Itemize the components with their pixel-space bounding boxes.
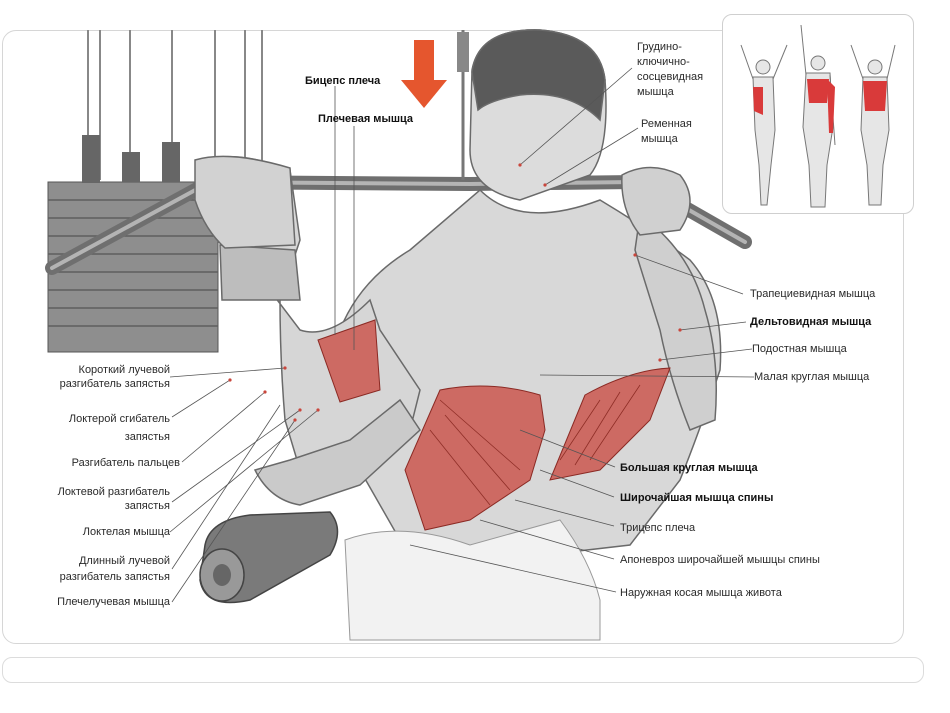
label-fcu: Локтерой сгибатель запястья xyxy=(68,413,170,443)
thigh-pad xyxy=(199,511,339,604)
trousers xyxy=(344,519,601,641)
label-aponeurosis: Апоневроз широчайшей мышцы спины xyxy=(620,554,820,566)
label-anconeus: Локтелая мышца xyxy=(82,526,170,538)
label-latissimus-dorsi: Широчайшая мышца спины xyxy=(620,492,774,504)
label-biceps: Бицепс плеча xyxy=(305,75,381,87)
label-teres-major: Большая круглая мышца xyxy=(620,462,758,474)
label-ecrb: Короткий лучевой разгибатель запястья xyxy=(59,364,170,390)
diagram-frame xyxy=(2,30,904,644)
label-infraspinatus: Подостная мышца xyxy=(752,343,847,355)
label-trapezius: Трапециевидная мышца xyxy=(750,288,876,300)
inset-figures xyxy=(740,24,896,208)
highlighted-muscles xyxy=(317,319,671,531)
label-splenius: Ременная мышца xyxy=(641,118,692,145)
label-brachioradialis: Плечелучевая мышца xyxy=(57,596,170,608)
label-external-oblique: Наружная косая мышца живота xyxy=(620,587,782,599)
label-ecu: Локтевой разгибатель запястья xyxy=(57,486,170,512)
weight-stack xyxy=(47,135,219,353)
leader-dots xyxy=(228,163,682,422)
label-brachialis: Плечевая мышца xyxy=(318,113,414,125)
label-teres-minor: Малая круглая мышца xyxy=(754,371,870,383)
label-extensor-digitorum: Разгибатель пальцев xyxy=(71,457,180,469)
label-deltoid: Дельтовидная мышца xyxy=(750,316,872,328)
label-ecrl: Длинный лучевой разгибатель запястья xyxy=(59,555,170,583)
down-arrow xyxy=(401,40,447,108)
bottom-strip xyxy=(2,657,924,683)
label-sternocleidomastoid: Грудино- ключично- сосцевидная мышца xyxy=(637,41,704,98)
label-triceps: Трицепс плеча xyxy=(620,522,696,534)
inset-panel xyxy=(722,14,914,214)
muscle-striations xyxy=(429,384,641,506)
leader-lines xyxy=(169,67,755,603)
